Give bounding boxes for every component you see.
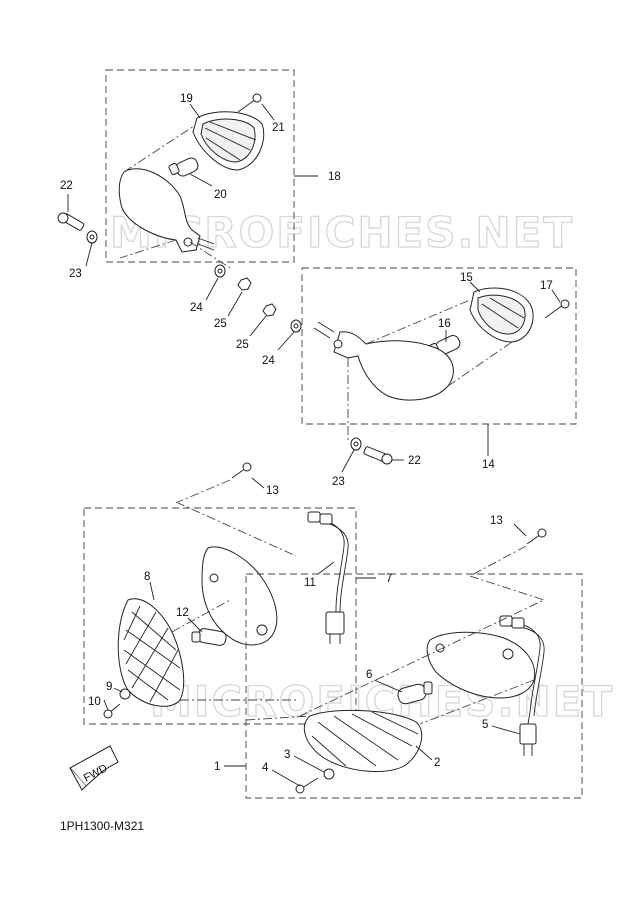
label-13-upper: 13 — [266, 485, 279, 497]
label-10: 10 — [88, 696, 101, 708]
label-21-upper: 21 — [272, 122, 285, 134]
label-25-right: 25 — [236, 339, 249, 351]
leader-lines — [67, 103, 561, 787]
label-20: 20 — [214, 189, 227, 201]
label-17: 17 — [540, 280, 553, 292]
label-3: 3 — [284, 749, 290, 761]
label-22-upper: 22 — [60, 180, 73, 192]
label-5: 5 — [482, 719, 488, 731]
screw-13-lower — [469, 528, 547, 577]
assembly-group-1 — [245, 573, 583, 799]
label-14: 14 — [482, 459, 495, 471]
nut-25-left — [237, 277, 252, 291]
washer-3 — [323, 768, 335, 780]
bulb-20 — [168, 157, 199, 177]
label-19: 19 — [180, 93, 193, 105]
label-18: 18 — [328, 171, 341, 183]
label-24-right: 24 — [262, 355, 275, 367]
label-24-left: 24 — [190, 302, 203, 314]
label-16: 16 — [438, 318, 451, 330]
screw-21-upper — [237, 93, 262, 113]
label-15: 15 — [460, 272, 473, 284]
washer-9 — [119, 688, 131, 700]
nut-25-right — [262, 303, 277, 317]
label-2: 2 — [434, 757, 440, 769]
label-1: 1 — [214, 761, 220, 773]
bolt-22-upper-left — [57, 212, 85, 231]
label-13-lower: 13 — [490, 515, 503, 527]
label-12: 12 — [176, 607, 189, 619]
label-25-left: 25 — [214, 318, 227, 330]
catalog-code: 1PH1300-M321 — [60, 819, 144, 833]
label-23-right: 23 — [332, 476, 345, 488]
label-4: 4 — [262, 762, 269, 774]
part-number-labels: 19 21 20 18 22 23 24 25 25 24 15 17 16 1… — [60, 93, 553, 774]
label-23-upper: 23 — [69, 268, 82, 280]
screw-4 — [295, 777, 319, 794]
label-22-right: 22 — [408, 455, 421, 467]
label-9: 9 — [106, 681, 112, 693]
assembly-group-14 — [301, 267, 577, 440]
fwd-direction-arrow: FWD — [69, 745, 119, 791]
bolt-22-right — [363, 446, 393, 465]
screw-13-upper — [177, 462, 252, 503]
label-11: 11 — [304, 577, 316, 589]
label-7: 7 — [386, 573, 392, 585]
label-8: 8 — [144, 571, 150, 583]
label-6: 6 — [366, 669, 372, 681]
assembly-group-7 — [83, 501, 357, 725]
assembly-group-18 — [105, 69, 295, 269]
